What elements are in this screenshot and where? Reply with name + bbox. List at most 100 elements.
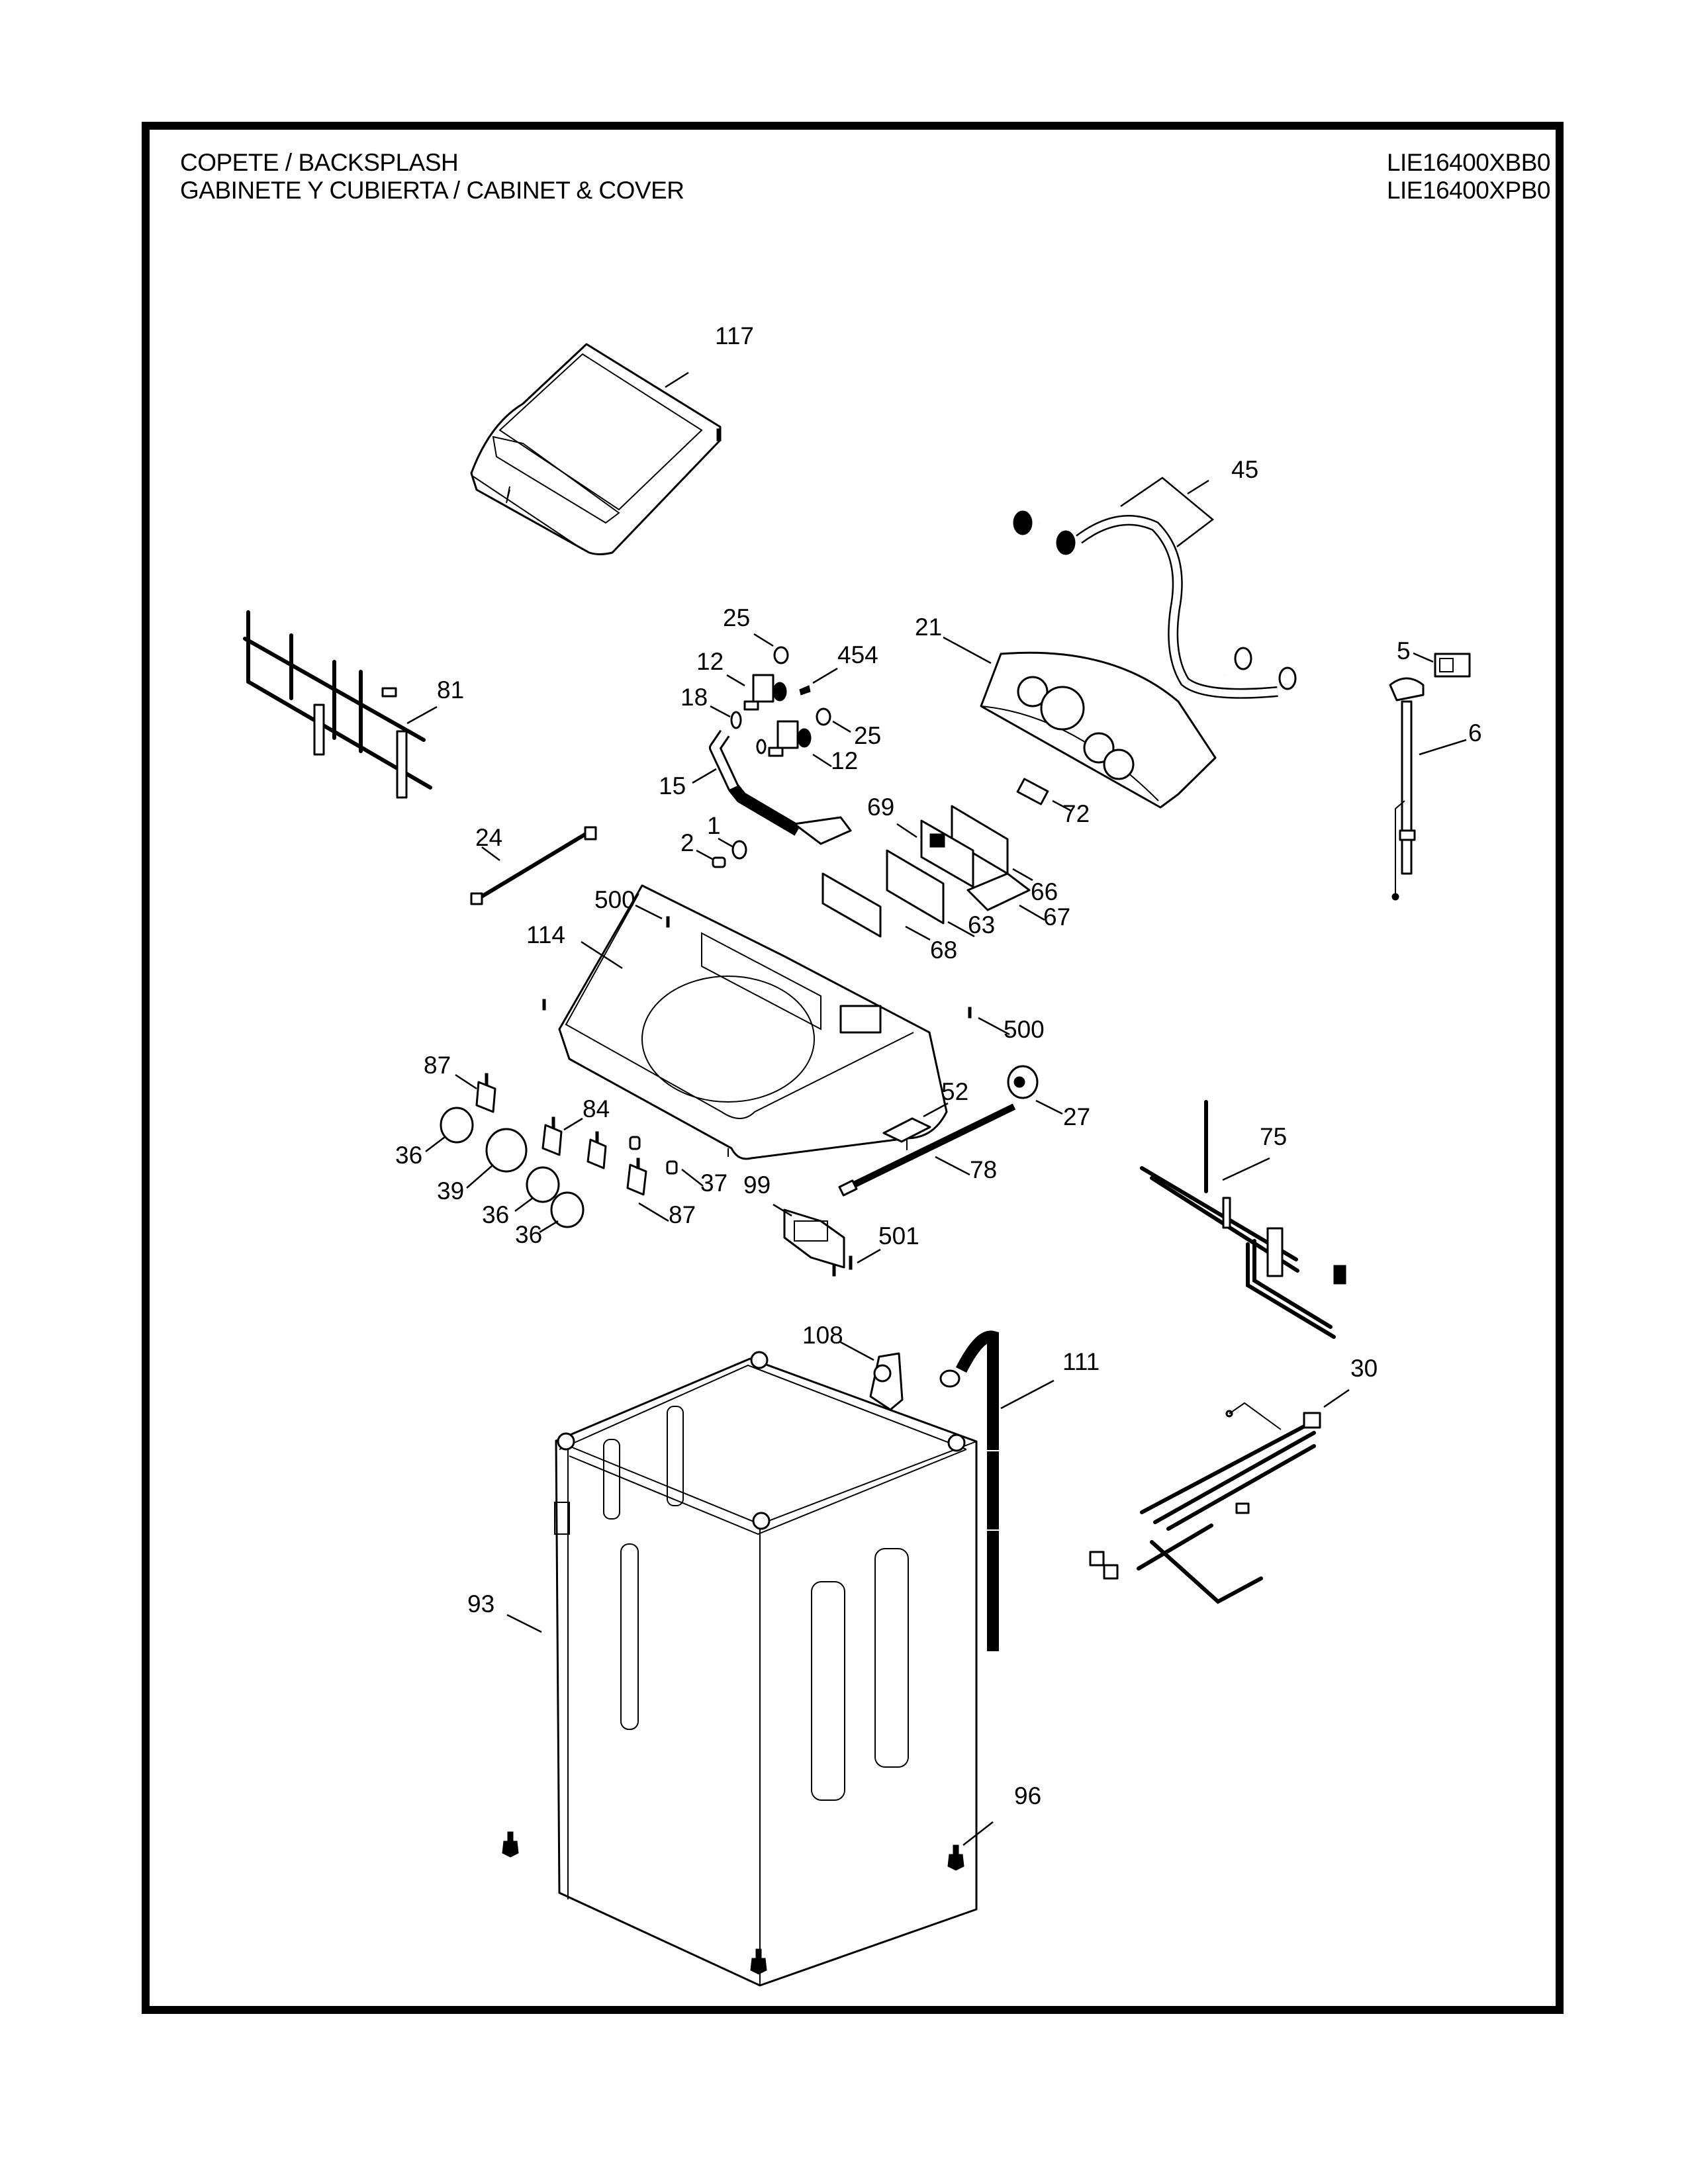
part-500-screw-b[interactable] xyxy=(968,1007,972,1019)
part-93-cabinet[interactable] xyxy=(554,1351,978,1987)
part-45-inlet-hoses[interactable] xyxy=(1013,495,1297,699)
part-75-wire-harness[interactable] xyxy=(1140,1100,1346,1339)
part-500-screw-a[interactable] xyxy=(666,916,670,928)
callout-36a: 36 xyxy=(395,1142,422,1169)
part-12-valve-a[interactable] xyxy=(743,674,787,711)
leader-117 xyxy=(665,371,689,388)
callout-6: 6 xyxy=(1468,719,1482,747)
callout-12a: 12 xyxy=(696,648,724,675)
callout-30: 30 xyxy=(1350,1355,1378,1382)
part-108-hose-guide[interactable] xyxy=(869,1352,904,1411)
part-25-clamp-b[interactable] xyxy=(816,707,831,726)
callout-63: 63 xyxy=(968,911,995,938)
part-68-cover-plate[interactable] xyxy=(821,872,882,938)
part-36-knob-c[interactable] xyxy=(550,1191,585,1228)
leader-87a xyxy=(455,1073,477,1090)
part-78-pressure-hose[interactable] xyxy=(838,1103,1016,1197)
part-500-screw-c[interactable] xyxy=(542,999,546,1011)
part-18-clamp[interactable] xyxy=(730,711,742,729)
leader-114 xyxy=(581,940,623,970)
callout-2: 2 xyxy=(680,829,694,856)
leader-18 xyxy=(710,705,731,718)
part-87-rotary-switch-a[interactable] xyxy=(475,1073,496,1113)
leader-67 xyxy=(1019,904,1045,921)
title-line-2: GABINETE Y CUBIERTA / CABINET & COVER xyxy=(180,177,684,204)
sheet-title: COPETE / BACKSPLASH GABINETE Y CUBIERTA … xyxy=(180,149,684,205)
part-25-clamp-a[interactable] xyxy=(773,646,789,664)
part-36-knob-a[interactable] xyxy=(440,1107,474,1144)
part-27-pressure-switch[interactable] xyxy=(1007,1065,1039,1099)
leader-2 xyxy=(696,849,713,860)
leader-84 xyxy=(563,1117,583,1131)
part-69-control-board[interactable] xyxy=(920,819,974,888)
part-15-fill-hose[interactable] xyxy=(709,729,852,845)
leader-66 xyxy=(1012,868,1033,882)
leader-500b xyxy=(978,1017,1010,1036)
callout-501: 501 xyxy=(878,1222,919,1250)
callout-93: 93 xyxy=(467,1590,494,1617)
part-114-top-cover[interactable] xyxy=(558,884,948,1160)
callout-15: 15 xyxy=(659,772,686,799)
callout-25a: 25 xyxy=(723,604,750,631)
part-24-wire-harness[interactable] xyxy=(470,826,597,905)
leader-24 xyxy=(481,846,500,862)
part-454-screw[interactable] xyxy=(799,685,811,696)
leader-25b xyxy=(832,720,851,733)
callout-500a: 500 xyxy=(594,886,635,913)
part-36-knob-b[interactable] xyxy=(526,1166,560,1203)
part-117-lid[interactable] xyxy=(470,343,722,555)
leader-108 xyxy=(839,1340,874,1361)
part-63-board-housing[interactable] xyxy=(886,849,945,925)
part-87-rotary-switch-b[interactable] xyxy=(626,1158,647,1196)
part-501-screw[interactable] xyxy=(832,1255,853,1277)
part-52-bracket[interactable] xyxy=(882,1117,931,1143)
part-67-display-board[interactable] xyxy=(966,872,1031,911)
bracket-45 xyxy=(1120,477,1215,547)
leader-69 xyxy=(896,823,917,839)
leader-75 xyxy=(1222,1157,1270,1181)
part-84-rotary-switch[interactable] xyxy=(541,1116,563,1156)
leader-12b xyxy=(812,753,832,768)
leader-63 xyxy=(947,921,975,938)
callout-99: 99 xyxy=(743,1171,771,1199)
part-2-plug[interactable] xyxy=(712,856,726,868)
callout-87b: 87 xyxy=(669,1201,696,1228)
callout-67: 67 xyxy=(1043,903,1070,931)
part-81-wire-harness[interactable] xyxy=(243,610,432,799)
callout-114: 114 xyxy=(526,921,565,948)
callout-96: 96 xyxy=(1014,1782,1041,1809)
part-111-drain-hose[interactable] xyxy=(939,1330,1001,1651)
leader-1 xyxy=(718,837,734,848)
leader-454 xyxy=(812,667,838,684)
part-87-rotary-switch-mid[interactable] xyxy=(586,1131,607,1169)
part-37-knob-insert[interactable] xyxy=(629,1136,678,1175)
callout-75: 75 xyxy=(1260,1123,1287,1150)
part-5-cord-clip[interactable] xyxy=(1434,653,1471,678)
part-6-power-cord[interactable] xyxy=(1389,677,1425,901)
callout-37: 37 xyxy=(700,1169,727,1197)
leader-6 xyxy=(1419,739,1467,756)
callout-1: 1 xyxy=(707,812,721,839)
part-30-main-wire-harness[interactable] xyxy=(1089,1402,1321,1604)
leader-68 xyxy=(905,925,931,941)
callout-27: 27 xyxy=(1063,1103,1090,1130)
callout-108: 108 xyxy=(802,1322,843,1349)
leader-25a xyxy=(753,633,774,647)
part-99-lid-lock[interactable] xyxy=(783,1208,845,1269)
part-72-switch-board[interactable] xyxy=(1016,778,1049,805)
callout-36c: 36 xyxy=(515,1221,542,1248)
callout-84: 84 xyxy=(583,1095,610,1122)
callout-87a: 87 xyxy=(424,1052,451,1079)
callout-18: 18 xyxy=(680,684,708,711)
callout-5: 5 xyxy=(1397,637,1411,664)
leader-52 xyxy=(923,1102,949,1118)
part-12-valve-b[interactable] xyxy=(756,720,812,757)
callout-39: 39 xyxy=(437,1177,464,1205)
leader-96 xyxy=(962,1821,994,1846)
callout-21: 21 xyxy=(915,614,942,641)
part-21-backsplash[interactable] xyxy=(980,651,1217,809)
part-96-leveling-legs[interactable] xyxy=(502,1831,964,1975)
part-39-knob[interactable] xyxy=(485,1128,528,1173)
part-1-grommet[interactable] xyxy=(731,840,747,860)
